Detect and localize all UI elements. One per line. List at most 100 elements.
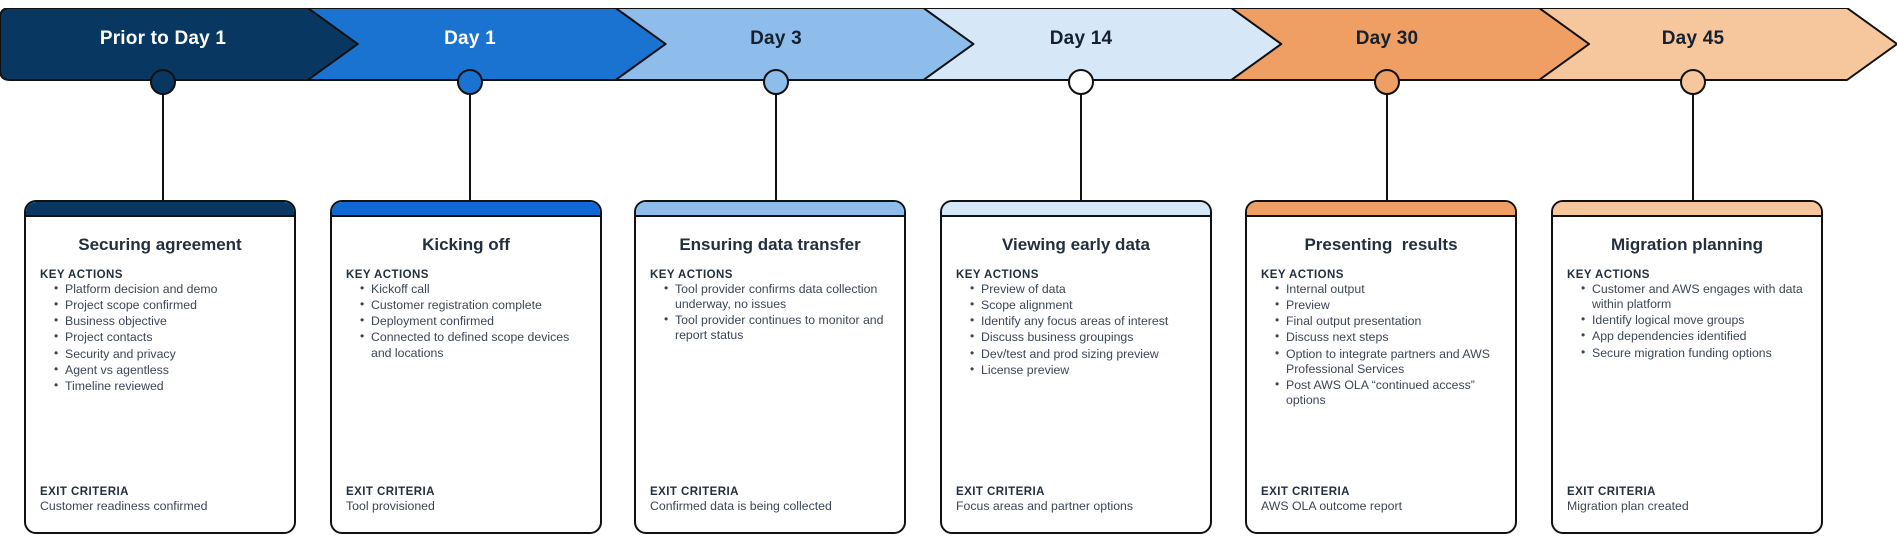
key-action-item: Tool provider confirms data collection u…: [664, 281, 890, 312]
exit-criteria-text: AWS OLA outcome report: [1261, 498, 1403, 513]
key-actions-heading: KEY ACTIONS: [40, 269, 123, 281]
milestone-node-6[interactable]: [1680, 69, 1706, 95]
key-actions-list: Platform decision and demoProject scope …: [40, 281, 280, 394]
key-action-item: License preview: [970, 362, 1196, 378]
key-actions-heading: KEY ACTIONS: [650, 269, 733, 281]
key-action-item: Kickoff call: [360, 281, 586, 297]
card-color-band: [636, 202, 904, 217]
milestone-node-3[interactable]: [763, 69, 789, 95]
card-title: Presenting results: [1304, 235, 1458, 254]
key-actions-heading: KEY ACTIONS: [1261, 269, 1344, 281]
exit-criteria-heading: EXIT CRITERIA: [40, 485, 129, 498]
connector-line-5: [1386, 82, 1388, 200]
exit-criteria-heading: EXIT CRITERIA: [346, 485, 435, 498]
timeline-arrows: [0, 8, 1897, 81]
key-action-item: Scope alignment: [970, 297, 1196, 313]
milestone-node-1[interactable]: [150, 69, 176, 95]
timeline-segment-3[interactable]: [614, 8, 975, 81]
timeline-band: [0, 8, 1897, 88]
key-actions-list: Tool provider confirms data collection u…: [650, 281, 890, 344]
key-actions-heading: KEY ACTIONS: [956, 269, 1039, 281]
card-color-band: [942, 202, 1210, 217]
milestone-node-2[interactable]: [457, 69, 483, 95]
key-actions-list: Kickoff callCustomer registration comple…: [346, 281, 586, 361]
exit-criteria-text: Confirmed data is being collected: [650, 498, 832, 513]
connector-line-3: [775, 82, 777, 200]
card-color-band: [1553, 202, 1821, 217]
connector-line-2: [469, 82, 471, 200]
exit-criteria-text: Migration plan created: [1567, 498, 1689, 513]
timeline-segment-2[interactable]: [306, 8, 667, 81]
timeline-segment-6[interactable]: [1538, 8, 1897, 81]
key-action-item: Timeline reviewed: [54, 378, 280, 394]
card-title: Ensuring data transfer: [679, 235, 861, 254]
card-title: Migration planning: [1610, 235, 1764, 254]
exit-criteria-heading: EXIT CRITERIA: [1261, 485, 1350, 498]
key-actions-heading: KEY ACTIONS: [1567, 269, 1650, 281]
key-action-item: Tool provider continues to monitor and r…: [664, 312, 890, 343]
card-color-band: [26, 202, 294, 217]
key-action-item: Deployment confirmed: [360, 313, 586, 329]
card-title: Kicking off: [422, 235, 510, 254]
card-color-band: [332, 202, 600, 217]
key-action-item: Secure migration funding options: [1581, 344, 1807, 361]
key-action-item: Security and privacy: [54, 345, 280, 362]
key-action-item: Customer and AWS engages with data withi…: [1581, 281, 1807, 312]
exit-criteria-heading: EXIT CRITERIA: [956, 485, 1045, 498]
connector-line-6: [1692, 82, 1694, 200]
exit-criteria-text: Tool provisioned: [346, 498, 435, 513]
key-actions-list: Preview of dataScope alignmentIdentify a…: [956, 281, 1196, 378]
key-actions-list: Internal outputPreviewFinal output prese…: [1261, 281, 1501, 408]
timeline-segment-1[interactable]: [0, 8, 359, 81]
key-action-item: Discuss next steps: [1275, 329, 1501, 345]
key-actions-heading: KEY ACTIONS: [346, 269, 429, 281]
key-actions-list: Customer and AWS engages with data withi…: [1567, 281, 1807, 361]
milestone-node-5[interactable]: [1374, 69, 1400, 95]
key-action-item: Project contacts: [54, 329, 280, 345]
key-action-item: Post AWS OLA “continued access” options: [1275, 377, 1501, 408]
exit-criteria-text: Focus areas and partner options: [956, 498, 1134, 513]
connector-line-1: [162, 82, 164, 200]
key-action-item: Internal output: [1275, 281, 1501, 297]
key-action-item: Dev/test and prod sizing preview: [970, 345, 1196, 362]
connector-line-4: [1080, 82, 1082, 200]
key-action-item: Agent vs agentless: [54, 362, 280, 378]
key-action-item: Final output presentation: [1275, 313, 1501, 329]
key-action-item: Discuss business groupings: [970, 329, 1196, 345]
timeline-segment-4[interactable]: [922, 8, 1283, 81]
card-title: Securing agreement: [78, 235, 242, 254]
timeline-segment-5[interactable]: [1230, 8, 1591, 81]
exit-criteria-heading: EXIT CRITERIA: [650, 485, 739, 498]
key-action-item: Identify any focus areas of interest: [970, 313, 1196, 329]
milestone-node-4[interactable]: [1068, 69, 1094, 95]
exit-criteria-heading: EXIT CRITERIA: [1567, 485, 1656, 498]
key-action-item: Customer registration complete: [360, 297, 586, 313]
exit-criteria-text: Customer readiness confirmed: [40, 498, 208, 513]
key-action-item: Business objective: [54, 313, 280, 329]
key-action-item: Preview of data: [970, 281, 1196, 297]
key-action-item: Project scope confirmed: [54, 297, 280, 313]
key-action-item: Platform decision and demo: [54, 281, 280, 297]
card-color-band: [1247, 202, 1515, 217]
key-action-item: Connected to defined scope devices and l…: [360, 329, 586, 360]
card-title: Viewing early data: [1001, 235, 1151, 254]
key-action-item: Option to integrate partners and AWS Pro…: [1275, 345, 1501, 377]
